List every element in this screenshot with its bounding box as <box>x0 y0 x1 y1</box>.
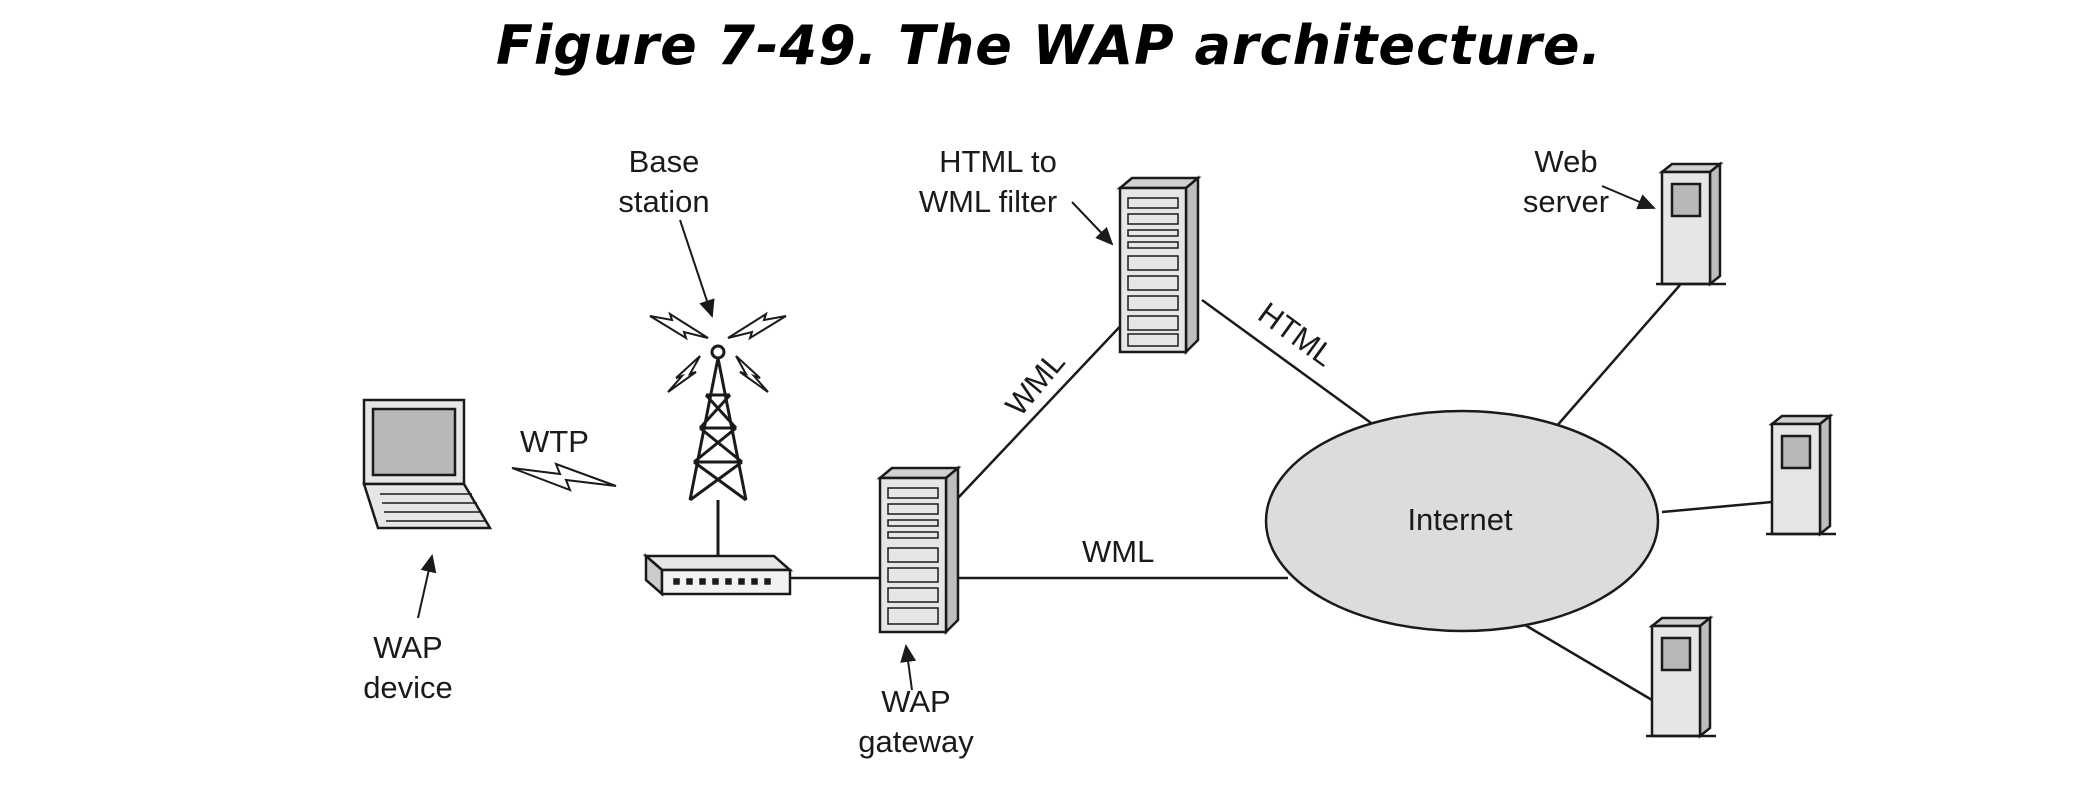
arrow-web-server <box>1601 185 1656 210</box>
connection-lines <box>788 284 1773 702</box>
label-wap-gateway-line1: WAP <box>881 684 950 719</box>
label-wml-diagonal: WML <box>999 345 1072 423</box>
arrow-base-station <box>679 219 715 318</box>
arrow-wap-device <box>417 554 437 619</box>
internet-cloud <box>1264 409 1660 633</box>
arrow-wap-gateway <box>900 644 917 691</box>
label-base-station-line2: station <box>618 184 709 219</box>
label-filter-line1: HTML to <box>939 144 1057 179</box>
line-internet-to-server-bottom <box>1524 623 1653 702</box>
arrow-filter <box>1071 201 1114 246</box>
wtp-lightning-icon <box>511 462 617 492</box>
label-wml-horizontal: WML <box>1082 534 1154 569</box>
label-arrows <box>417 185 1656 691</box>
label-base-station-line1: Base <box>629 144 700 179</box>
web-server-middle-icon <box>1766 413 1836 537</box>
base-station-box-icon <box>642 553 794 597</box>
label-web-server-line2: server <box>1523 184 1609 219</box>
label-wap-device-line1: WAP <box>373 630 442 665</box>
wap-gateway-server-icon <box>876 465 962 636</box>
label-internet: Internet <box>1407 502 1513 537</box>
figure-title: Figure 7-49. The WAP architecture. <box>495 14 1602 77</box>
label-web-server-line1: Web <box>1534 144 1597 179</box>
label-html-diagonal: HTML <box>1252 295 1341 373</box>
label-wap-gateway-line2: gateway <box>858 724 974 759</box>
filter-server-icon <box>1116 175 1202 356</box>
antenna-tower-icon <box>688 344 748 556</box>
label-filter-line2: WML filter <box>919 184 1057 219</box>
label-wtp: WTP <box>520 424 589 459</box>
web-server-bottom-icon <box>1646 615 1716 739</box>
line-internet-to-server-mid <box>1661 500 1773 514</box>
line-gateway-to-filter <box>957 317 1129 499</box>
web-server-top-icon <box>1656 161 1726 287</box>
label-wap-device-line2: device <box>363 670 453 705</box>
radio-waves-icon <box>649 311 787 393</box>
laptop-icon <box>362 398 493 530</box>
line-filter-to-internet <box>1201 298 1379 430</box>
line-internet-to-server-top <box>1554 284 1681 429</box>
